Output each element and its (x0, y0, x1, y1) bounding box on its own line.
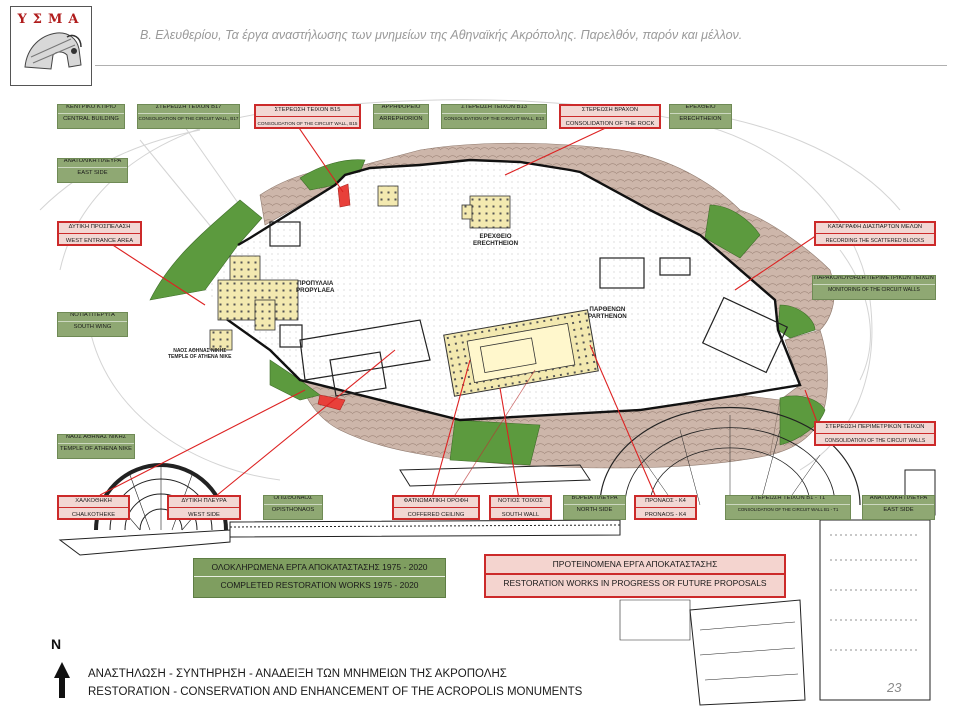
completed-zones (149, 159, 826, 466)
building-outlines (269, 221, 789, 397)
north-label: N (51, 636, 62, 652)
leader-lines (99, 124, 821, 506)
circuit-wall (224, 158, 802, 422)
footer-title-gr: ΑΝΑΣΤΗΛΩΣΗ - ΣΥΝΤΗΡΗΣΗ - ΑΝΑΔΕΙΞΗ ΤΩΝ ΜΝ… (88, 668, 507, 680)
legend-progress-gr: ΠΡΟΤΕΙΝΟΜΕΝΑ ΕΡΓΑ ΑΠΟΚΑΤΑΣΤΑΣΗΣ (486, 556, 784, 575)
legend-completed-gr: ΟΛΟΚΛΗΡΩΜΕΝΑ ΕΡΓΑ ΑΠΟΚΑΤΑΣΤΑΣΗΣ 1975 - 2… (194, 559, 445, 577)
leader-lines-completed (454, 369, 536, 496)
legend-in-progress: ΠΡΟΤΕΙΝΟΜΕΝΑ ΕΡΓΑ ΑΠΟΚΑΤΑΣΤΑΣΗΣ RESTORAT… (484, 554, 786, 598)
legend-completed: ΟΛΟΚΛΗΡΩΜΕΝΑ ΕΡΓΑ ΑΠΟΚΑΤΑΣΤΑΣΗΣ 1975 - 2… (193, 558, 446, 598)
page-number: 23 (887, 680, 902, 695)
legend-completed-en: COMPLETED RESTORATION WORKS 1975 - 2020 (220, 580, 419, 590)
odeon (599, 406, 861, 506)
header-divider (95, 65, 947, 66)
plateau (205, 160, 800, 420)
ysma-logo: ΥΣΜΑ (10, 6, 92, 86)
stoa (58, 464, 621, 556)
north-arrow-icon (54, 662, 70, 698)
erechtheion-plan (377, 185, 511, 229)
helmet-logo-icon (24, 32, 82, 70)
legend-progress-en: RESTORATION WORKS IN PROGRESS OR FUTURE … (503, 578, 767, 588)
propylaea-plan (209, 255, 299, 351)
lower-right-complex (619, 469, 936, 706)
logo-text: ΥΣΜΑ (17, 12, 85, 27)
header-title: Β. Ελευθερίου, Τα έργα αναστήλωσης των μ… (140, 28, 743, 42)
footer-title-en: RESTORATION - CONSERVATION AND ENHANCEME… (88, 686, 583, 698)
parthenon-plan (443, 309, 599, 397)
